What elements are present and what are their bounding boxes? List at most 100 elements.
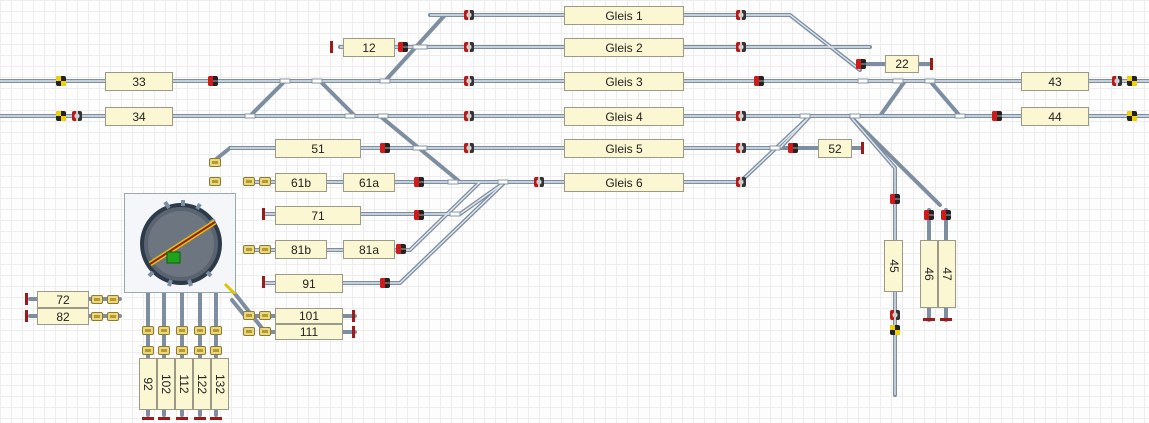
block-44[interactable]: 44 [1021, 107, 1089, 126]
block-81a[interactable]: 81a [343, 240, 395, 259]
track-terminal-icon[interactable] [210, 326, 222, 335]
block-61a[interactable]: 61a [343, 173, 395, 192]
signal-icon[interactable] [1127, 76, 1137, 86]
signal-icon[interactable] [736, 143, 746, 153]
buffer-stop-icon [262, 208, 265, 220]
track-terminal-icon[interactable] [194, 326, 206, 335]
buffer-stop-icon [861, 142, 864, 154]
block-gleis-4[interactable]: Gleis 4 [564, 107, 684, 126]
signal-icon[interactable] [890, 194, 900, 204]
signal-icon[interactable] [924, 210, 934, 220]
track-terminal-icon[interactable] [91, 312, 103, 321]
track-terminal-icon[interactable] [210, 346, 222, 355]
block-92[interactable]: 92 [139, 358, 157, 410]
block-52[interactable]: 52 [818, 139, 852, 158]
block-gleis-6[interactable]: Gleis 6 [564, 173, 684, 192]
track-terminal-icon[interactable] [243, 311, 255, 320]
block-gleis-5[interactable]: Gleis 5 [564, 139, 684, 158]
buffer-stop-icon [176, 417, 188, 420]
block-22[interactable]: 22 [885, 55, 919, 73]
track-terminal-icon[interactable] [259, 311, 271, 320]
signal-icon[interactable] [534, 177, 544, 187]
track-terminal-icon[interactable] [176, 346, 188, 355]
block-46[interactable]: 46 [920, 240, 938, 308]
track-terminal-icon[interactable] [259, 327, 271, 336]
signal-icon[interactable] [941, 210, 951, 220]
block-51[interactable]: 51 [275, 139, 361, 158]
track-terminal-icon[interactable] [259, 245, 271, 254]
signal-icon[interactable] [890, 325, 900, 335]
signal-icon[interactable] [464, 76, 474, 86]
signal-icon[interactable] [56, 76, 66, 86]
signal-icon[interactable] [736, 10, 746, 20]
signal-icon[interactable] [464, 111, 474, 121]
track-terminal-icon[interactable] [107, 312, 119, 321]
block-12[interactable]: 12 [343, 38, 395, 57]
turntable-icon[interactable] [125, 194, 239, 298]
block-gleis-1[interactable]: Gleis 1 [564, 6, 684, 25]
track-terminal-icon[interactable] [209, 177, 221, 186]
track-terminal-icon[interactable] [259, 177, 271, 186]
block-43[interactable]: 43 [1021, 72, 1089, 91]
signal-icon[interactable] [1127, 111, 1137, 121]
block-101[interactable]: 101 [275, 308, 343, 324]
buffer-stop-icon [352, 310, 355, 322]
track-terminal-icon[interactable] [243, 327, 255, 336]
track-terminal-icon[interactable] [176, 326, 188, 335]
signal-icon[interactable] [72, 111, 82, 121]
buffer-stop-icon [142, 417, 154, 420]
track-terminal-icon[interactable] [243, 245, 255, 254]
track-terminal-icon[interactable] [209, 158, 221, 167]
block-gleis-2[interactable]: Gleis 2 [564, 38, 684, 57]
block-112[interactable]: 112 [175, 358, 193, 410]
track-terminal-icon[interactable] [243, 177, 255, 186]
signal-icon[interactable] [736, 42, 746, 52]
track-terminal-icon[interactable] [91, 295, 103, 304]
buffer-stop-icon [330, 41, 333, 53]
signal-icon[interactable] [380, 278, 390, 288]
track-terminal-icon[interactable] [142, 346, 154, 355]
buffer-stop-icon [262, 276, 265, 288]
block-33[interactable]: 33 [105, 72, 173, 91]
signal-icon[interactable] [890, 310, 900, 320]
block-61b[interactable]: 61b [275, 173, 327, 192]
turntable-frame[interactable] [124, 193, 239, 298]
track-terminal-icon[interactable] [158, 326, 170, 335]
signal-icon[interactable] [788, 143, 798, 153]
signal-icon[interactable] [1112, 76, 1122, 86]
track-terminal-icon[interactable] [194, 346, 206, 355]
signal-icon[interactable] [208, 76, 218, 86]
block-132[interactable]: 132 [211, 358, 229, 410]
buffer-stop-icon [930, 58, 933, 70]
block-47[interactable]: 47 [938, 240, 956, 308]
block-gleis-3[interactable]: Gleis 3 [564, 72, 684, 91]
signal-icon[interactable] [736, 111, 746, 121]
signal-icon[interactable] [414, 210, 424, 220]
block-72[interactable]: 72 [37, 291, 89, 308]
signal-icon[interactable] [396, 244, 406, 254]
track-terminal-icon[interactable] [142, 326, 154, 335]
block-45[interactable]: 45 [884, 240, 903, 292]
signal-icon[interactable] [754, 76, 764, 86]
signal-icon[interactable] [736, 177, 746, 187]
block-82[interactable]: 82 [37, 308, 89, 325]
track-terminal-icon[interactable] [158, 346, 170, 355]
block-122[interactable]: 122 [193, 358, 211, 410]
block-81b[interactable]: 81b [275, 240, 327, 259]
signal-icon[interactable] [56, 111, 66, 121]
block-34[interactable]: 34 [105, 107, 173, 126]
buffer-stop-icon [194, 417, 206, 420]
signal-icon[interactable] [398, 42, 408, 52]
block-111[interactable]: 111 [275, 324, 343, 340]
signal-icon[interactable] [856, 59, 866, 69]
signal-icon[interactable] [464, 143, 474, 153]
signal-icon[interactable] [464, 10, 474, 20]
block-102[interactable]: 102 [157, 358, 175, 410]
block-71[interactable]: 71 [275, 206, 361, 225]
signal-icon[interactable] [414, 177, 424, 187]
track-terminal-icon[interactable] [107, 295, 119, 304]
signal-icon[interactable] [464, 42, 474, 52]
signal-icon[interactable] [992, 111, 1002, 121]
signal-icon[interactable] [380, 143, 390, 153]
block-91[interactable]: 91 [275, 274, 343, 293]
